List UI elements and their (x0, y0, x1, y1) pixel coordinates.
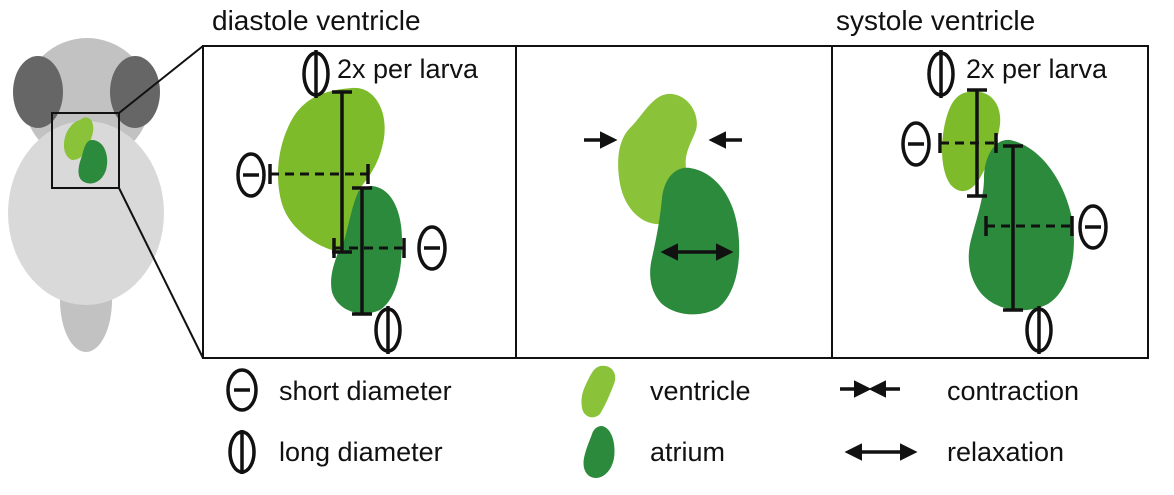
panel-frames (202, 45, 1149, 359)
systole-per-larva-note: 2x per larva (966, 54, 1108, 84)
zoom-line-bottom (118, 187, 204, 359)
larva-heart (63, 117, 108, 184)
legend-long-diameter-label: long diameter (279, 437, 443, 467)
panel-middle (584, 93, 742, 315)
larva-heart-atrium (78, 140, 108, 184)
diastole-short-diameter-icon (236, 152, 266, 198)
diastole-ventricle-shape (278, 87, 385, 252)
larva-eye-left (13, 56, 63, 128)
panel-systole: 2x per larva (901, 50, 1108, 354)
systole-title: systole ventricle (836, 5, 1035, 36)
larva-eye-right (110, 56, 160, 128)
legend: short diameter long diameter ventricle a… (226, 365, 1079, 478)
legend-atrium-label: atrium (650, 437, 725, 467)
systole-atrium-short-diameter-icon (1078, 204, 1108, 250)
legend-ventricle-label: ventricle (650, 376, 751, 406)
legend-long-diameter-icon (228, 430, 256, 474)
systole-short-diameter-icon (901, 121, 931, 167)
diastole-atrium-long-diameter-icon (374, 306, 402, 354)
diastole-per-larva-note: 2x per larva (337, 54, 479, 84)
larva-zoom-box (51, 112, 120, 189)
legend-short-diameter-label: short diameter (279, 376, 452, 406)
legend-contraction-label: contraction (947, 376, 1079, 406)
larva-yolk (8, 121, 164, 305)
systole-atrium-long-diameter-icon (1025, 306, 1053, 354)
diastole-title: diastole ventricle (212, 5, 421, 36)
legend-atrium-swatch (583, 426, 615, 478)
diastole-long-diameter-icon (302, 50, 330, 98)
legend-ventricle-swatch (581, 365, 616, 418)
legend-relaxation-label: relaxation (947, 437, 1064, 467)
diastole-atrium-short-diameter-icon (417, 225, 447, 271)
systole-long-diameter-icon (927, 50, 955, 98)
middle-atrium-shape (650, 167, 740, 315)
larva-illustration (8, 38, 204, 359)
legend-short-diameter-icon (226, 368, 258, 412)
zoom-line-top (118, 45, 204, 114)
panel-diastole: 2x per larva (236, 50, 479, 354)
panels-outer-frame (202, 45, 1149, 359)
